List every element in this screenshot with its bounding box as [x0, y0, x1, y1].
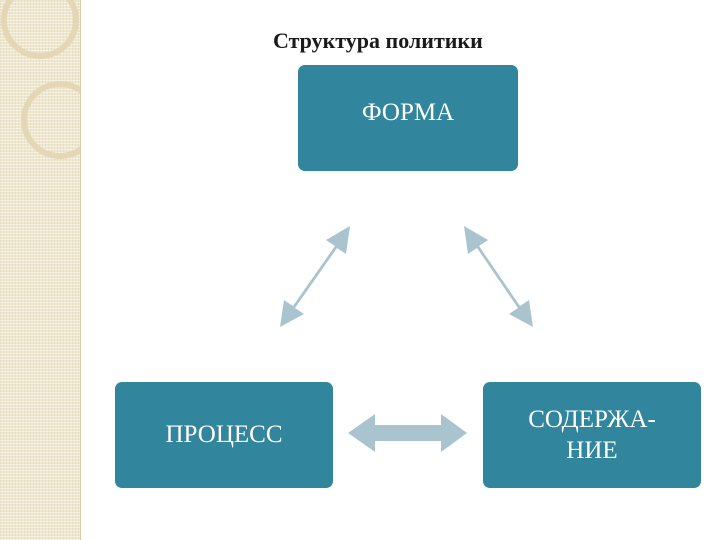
arrow-forma-content [464, 226, 533, 327]
arrow-process-content [348, 414, 467, 452]
strip-divider [80, 0, 81, 540]
node-process-label: ПРОЦЕСС [165, 421, 283, 449]
diagram-title: Структура политики [273, 28, 483, 53]
node-forma: ФОРМА [298, 65, 518, 171]
node-forma-label: ФОРМА [361, 99, 455, 126]
decorative-circles [1, 0, 80, 159]
node-process: ПРОЦЕСС [115, 382, 333, 488]
node-content: СОДЕРЖА- НИЕ [483, 382, 701, 488]
node-content-label: СОДЕРЖА- НИЕ [528, 405, 656, 464]
arrow-forma-process [280, 226, 350, 327]
decorative-side-strip [0, 0, 80, 540]
